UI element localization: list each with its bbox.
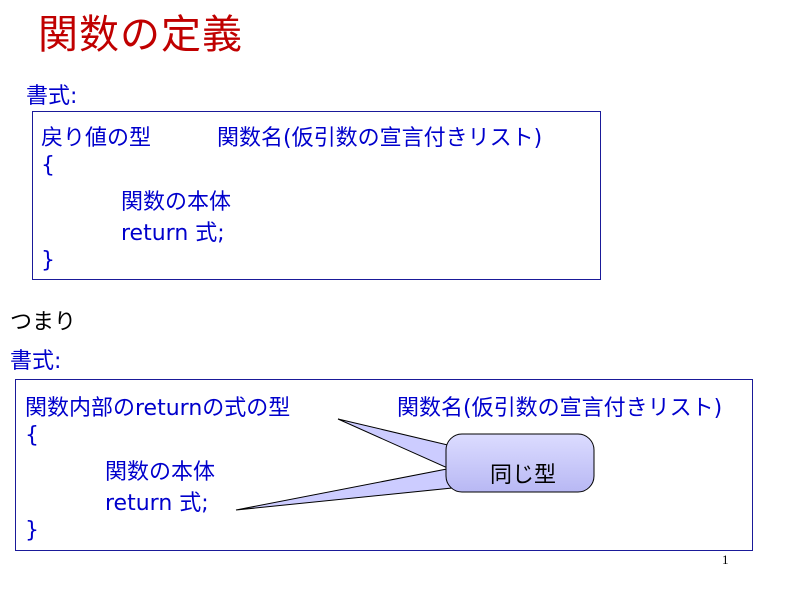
return-statement-line: return 式;	[105, 491, 209, 516]
return-type-label: 戻り値の型	[41, 126, 152, 151]
page-title: 関数の定義	[38, 12, 243, 58]
connector-text: つまり	[10, 310, 77, 335]
function-body-line: 関数の本体	[105, 460, 216, 485]
syntax-box-1: 戻り値の型 関数名(仮引数の宣言付きリスト) { 関数の本体 return 式;…	[32, 111, 601, 280]
callout-pointer-type	[337, 418, 453, 471]
format-label-1: 書式:	[26, 84, 78, 109]
function-signature: 関数名(仮引数の宣言付きリスト)	[397, 396, 723, 421]
callout-pointer-return	[235, 467, 453, 511]
syntax-box-2: 関数内部のreturnの式の型 関数名(仮引数の宣言付きリスト) { 関数の本体…	[15, 379, 753, 551]
format-label-2: 書式:	[10, 349, 62, 374]
close-brace: }	[25, 518, 39, 543]
function-signature: 関数名(仮引数の宣言付きリスト)	[217, 126, 543, 151]
return-expr-type-label: 関数内部のreturnの式の型	[25, 396, 291, 421]
callout-label: 同じ型	[490, 463, 557, 488]
function-body-line: 関数の本体	[121, 190, 232, 215]
callout-bubble	[445, 433, 595, 493]
open-brace: {	[25, 423, 39, 448]
open-brace: {	[41, 153, 55, 178]
close-brace: }	[41, 248, 55, 273]
page-number: 1	[722, 552, 729, 567]
return-statement-line: return 式;	[121, 221, 225, 246]
